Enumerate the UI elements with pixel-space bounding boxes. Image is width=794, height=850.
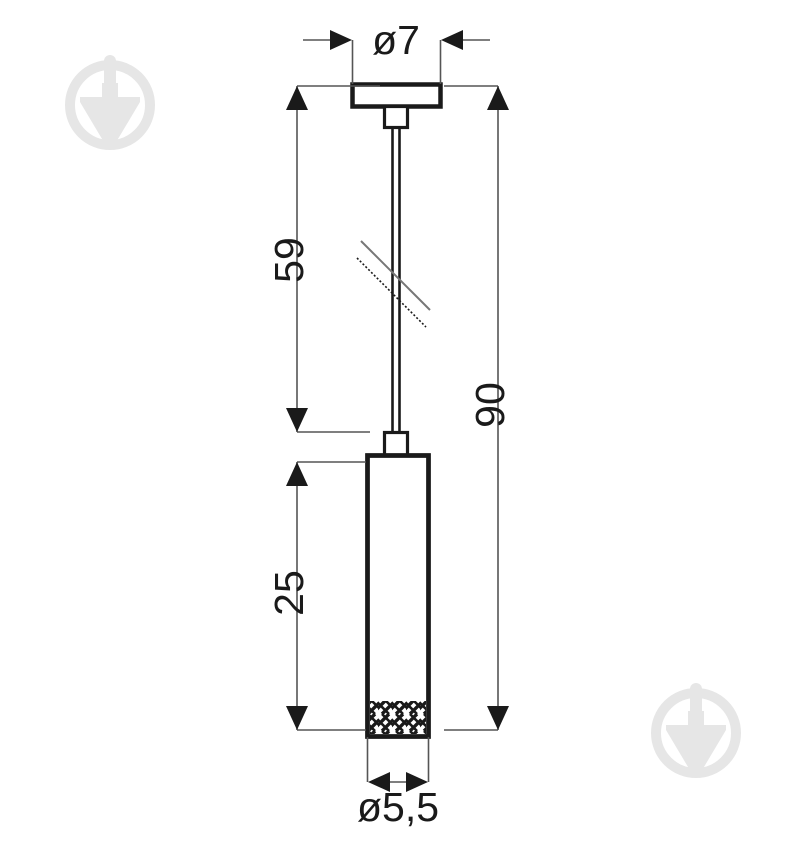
- arrow-down-pointing: [487, 706, 509, 730]
- dimension-label-shade-diameter: ø5,5: [357, 784, 439, 830]
- arrow-up-pointing: [286, 86, 308, 110]
- arrow-right-pointing: [330, 30, 352, 50]
- dimension-total-height: [444, 85, 499, 731]
- shade-connector: [382, 430, 410, 458]
- dimension-shade-height: [296, 461, 366, 731]
- arrow-right-pointing: [406, 772, 428, 792]
- canopy-connector: [382, 104, 410, 130]
- cylinder-shade-outline-overlay: [365, 453, 431, 739]
- cylinder-shade: [365, 453, 431, 739]
- watermark-top-left: [70, 55, 150, 149]
- cable-break-marks: [356, 240, 431, 328]
- dimension-label-total-height: 90: [467, 382, 513, 428]
- arrow-down-pointing: [286, 408, 308, 432]
- dimension-shade-height-arrows: [286, 462, 308, 730]
- arrow-left-pointing: [441, 30, 463, 50]
- dimension-shade-diameter-arrows: [368, 772, 428, 792]
- arrow-up-pointing: [487, 86, 509, 110]
- product-outline: [350, 82, 443, 739]
- watermark-bottom-right: [656, 683, 736, 777]
- dimension-cable-length: [296, 85, 380, 433]
- dimension-label-canopy-diameter: ø7: [372, 17, 420, 63]
- mesh-diffuser: [370, 701, 426, 734]
- dimension-total-height-arrows: [487, 86, 509, 730]
- arrow-down-pointing: [286, 706, 308, 730]
- ceiling-canopy: [350, 82, 443, 109]
- dimension-cable-length-arrows: [286, 86, 308, 432]
- arrow-up-pointing: [286, 462, 308, 486]
- dimension-label-cable-length: 59: [266, 237, 312, 283]
- arrow-left-pointing: [368, 772, 390, 792]
- dimension-canopy-diameter-arrows: [330, 30, 463, 50]
- dimension-shade-diameter: [366, 737, 430, 783]
- dimension-label-shade-height: 25: [266, 570, 312, 616]
